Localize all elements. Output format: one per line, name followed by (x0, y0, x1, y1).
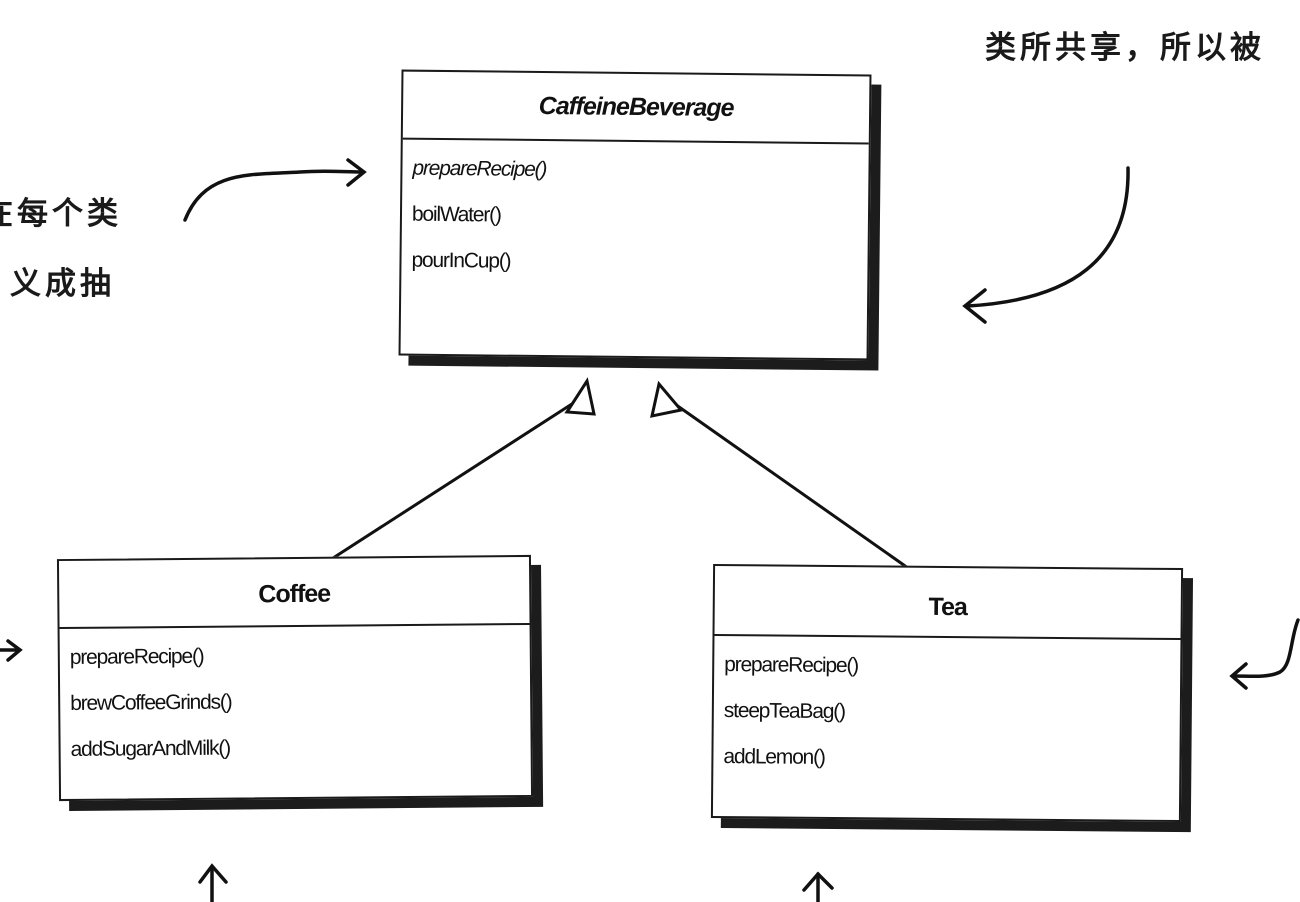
tea-inheritance-arrowhead (650, 380, 684, 418)
annotation-top-right: 类所共享，所以被 (985, 30, 1265, 66)
method-boil-water: boilWater() (411, 202, 501, 227)
annotation-left-line1: 在每个类 (0, 196, 122, 232)
annotation-left-line2: 义成抽 (10, 266, 115, 302)
method-add-sugar-and-milk: addSugarAndMilk() (70, 736, 231, 761)
class-coffee: Coffee prepareRecipe() brewCoffeeGrinds(… (56, 554, 534, 802)
coffee-inheritance-arrowhead (564, 377, 596, 416)
top-right-note-arrow (966, 166, 1130, 308)
method-steep-tea-bag: steepTeaBag() (723, 699, 845, 724)
class-name: Coffee (58, 556, 530, 630)
right-tea-arrow (1232, 618, 1300, 679)
class-name: CaffeineBeverage (402, 71, 870, 145)
method-prepare-recipe: prepareRecipe() (412, 156, 547, 182)
method-prepare-recipe: prepareRecipe() (724, 653, 859, 678)
class-name: Tea (714, 565, 1182, 641)
coffee-inheritance-line (329, 400, 576, 562)
class-tea: Tea prepareRecipe() steepTeaBag() addLem… (710, 563, 1184, 823)
tea-inheritance-line (671, 400, 909, 570)
left-note-arrow (183, 169, 364, 222)
method-prepare-recipe: prepareRecipe() (69, 644, 204, 669)
method-brew-coffee-grinds: brewCoffeeGrinds() (70, 690, 232, 715)
class-caffeine-beverage: CaffeineBeverage prepareRecipe() boilWat… (398, 69, 872, 361)
method-pour-in-cup: pourInCup() (411, 248, 511, 273)
method-add-lemon: addLemon() (723, 745, 825, 769)
